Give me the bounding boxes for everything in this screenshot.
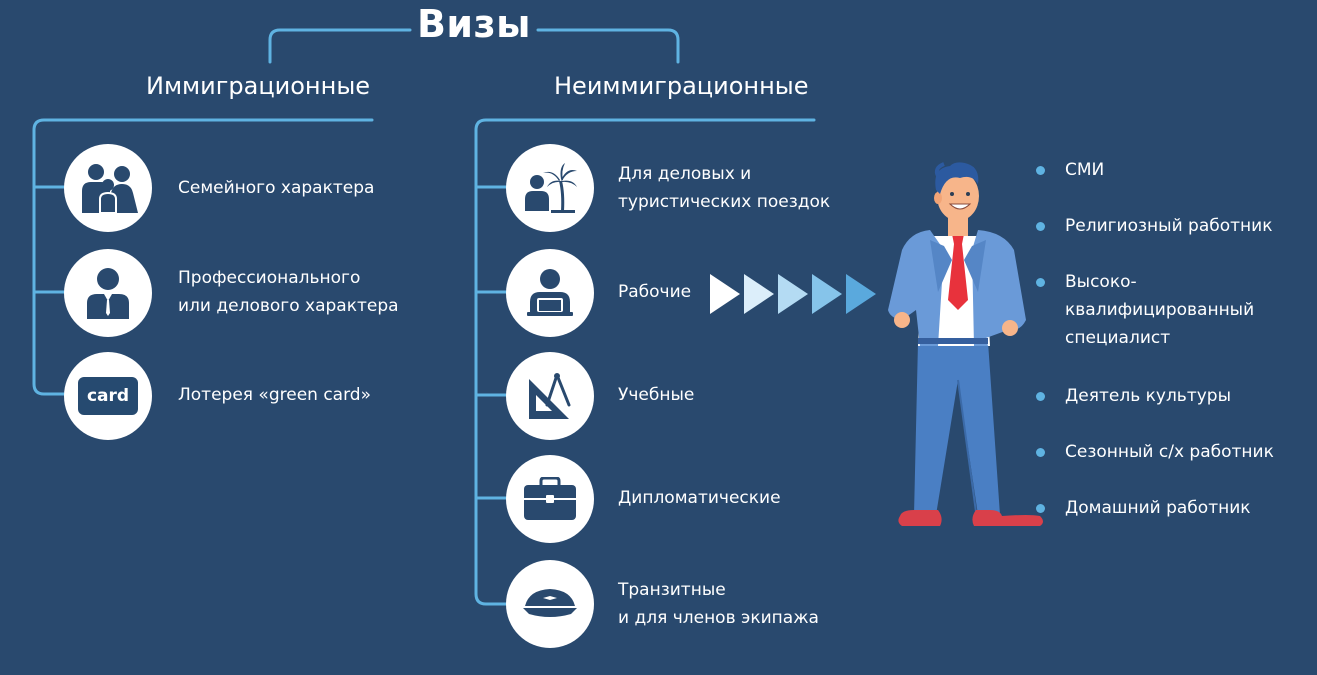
arrow-1: [710, 274, 740, 314]
page-title: Визы: [416, 2, 532, 46]
work-category-label: СМИ: [1065, 160, 1105, 180]
arrow-2: [744, 274, 774, 314]
work-category-label: Религиозный работник: [1065, 216, 1273, 236]
arrow-4: [812, 274, 842, 314]
work-category-3: Деятель культуры: [1036, 382, 1231, 410]
work-category-label: Деятель культуры: [1065, 386, 1232, 406]
immigrant-item-professional-text: Профессионального или делового характера: [178, 268, 399, 316]
nonimmigrant-item-study: Учебные: [618, 385, 695, 405]
arrow-chevrons: [710, 274, 876, 314]
nonimmigrant-item-transit: Транзитные и для членов экипажа: [618, 576, 819, 632]
title-bracket-right: [536, 28, 680, 64]
bullet-icon: [1036, 278, 1045, 287]
immigrant-bracket: [32, 118, 374, 396]
work-category-5: Домашний работник: [1036, 494, 1251, 522]
work-category-label: Домашний работник: [1065, 498, 1251, 518]
green-card-icon: card: [64, 352, 152, 440]
nonimmigrant-bracket: [474, 118, 816, 606]
immigrant-heading: Иммиграционные: [146, 72, 371, 100]
tourist-palm-icon: [506, 144, 594, 232]
work-category-4: Сезонный с/х работник: [1036, 438, 1274, 466]
work-category-label: Сезонный с/х работник: [1065, 442, 1274, 462]
nonimmigrant-item-business-tourist: Для деловых и туристических поездок: [618, 160, 830, 216]
bullet-icon: [1036, 448, 1045, 457]
work-category-1: Религиозный работник: [1036, 212, 1272, 240]
nonimmigrant-item-work: Рабочие: [618, 282, 692, 302]
nonimmigrant-item-business-tourist-text: Для деловых и туристических поездок: [618, 164, 831, 212]
work-category-label: Высоко- квалифицированный специалист: [1065, 272, 1255, 348]
bullet-icon: [1036, 222, 1045, 231]
bullet-icon: [1036, 166, 1045, 175]
immigrant-item-family: Семейного характера: [178, 178, 375, 198]
arrow-3: [778, 274, 808, 314]
briefcase-icon: [506, 455, 594, 543]
work-category-2: Высоко- квалифицированный специалист: [1036, 268, 1254, 352]
arrow-5: [846, 274, 876, 314]
immigrant-item-professional: Профессионального или делового характера: [178, 264, 399, 320]
bullet-icon: [1036, 504, 1045, 513]
title-bracket-left: [268, 28, 412, 64]
family-icon: [64, 144, 152, 232]
nonimmigrant-item-diplomatic: Дипломатические: [618, 488, 781, 508]
businessman-icon: [64, 249, 152, 337]
bullet-icon: [1036, 392, 1045, 401]
compass-ruler-icon: [506, 352, 594, 440]
nonimmigrant-item-transit-text: Транзитные и для членов экипажа: [618, 580, 819, 628]
immigrant-item-lottery: Лотерея «green card»: [178, 385, 371, 405]
businessman-illustration: [888, 162, 1043, 526]
laptop-worker-icon: [506, 249, 594, 337]
nonimmigrant-heading: Неиммиграционные: [554, 72, 809, 100]
work-category-0: СМИ: [1036, 156, 1104, 184]
green-card-icon-text: card: [78, 377, 138, 415]
pilot-cap-icon: [506, 560, 594, 648]
